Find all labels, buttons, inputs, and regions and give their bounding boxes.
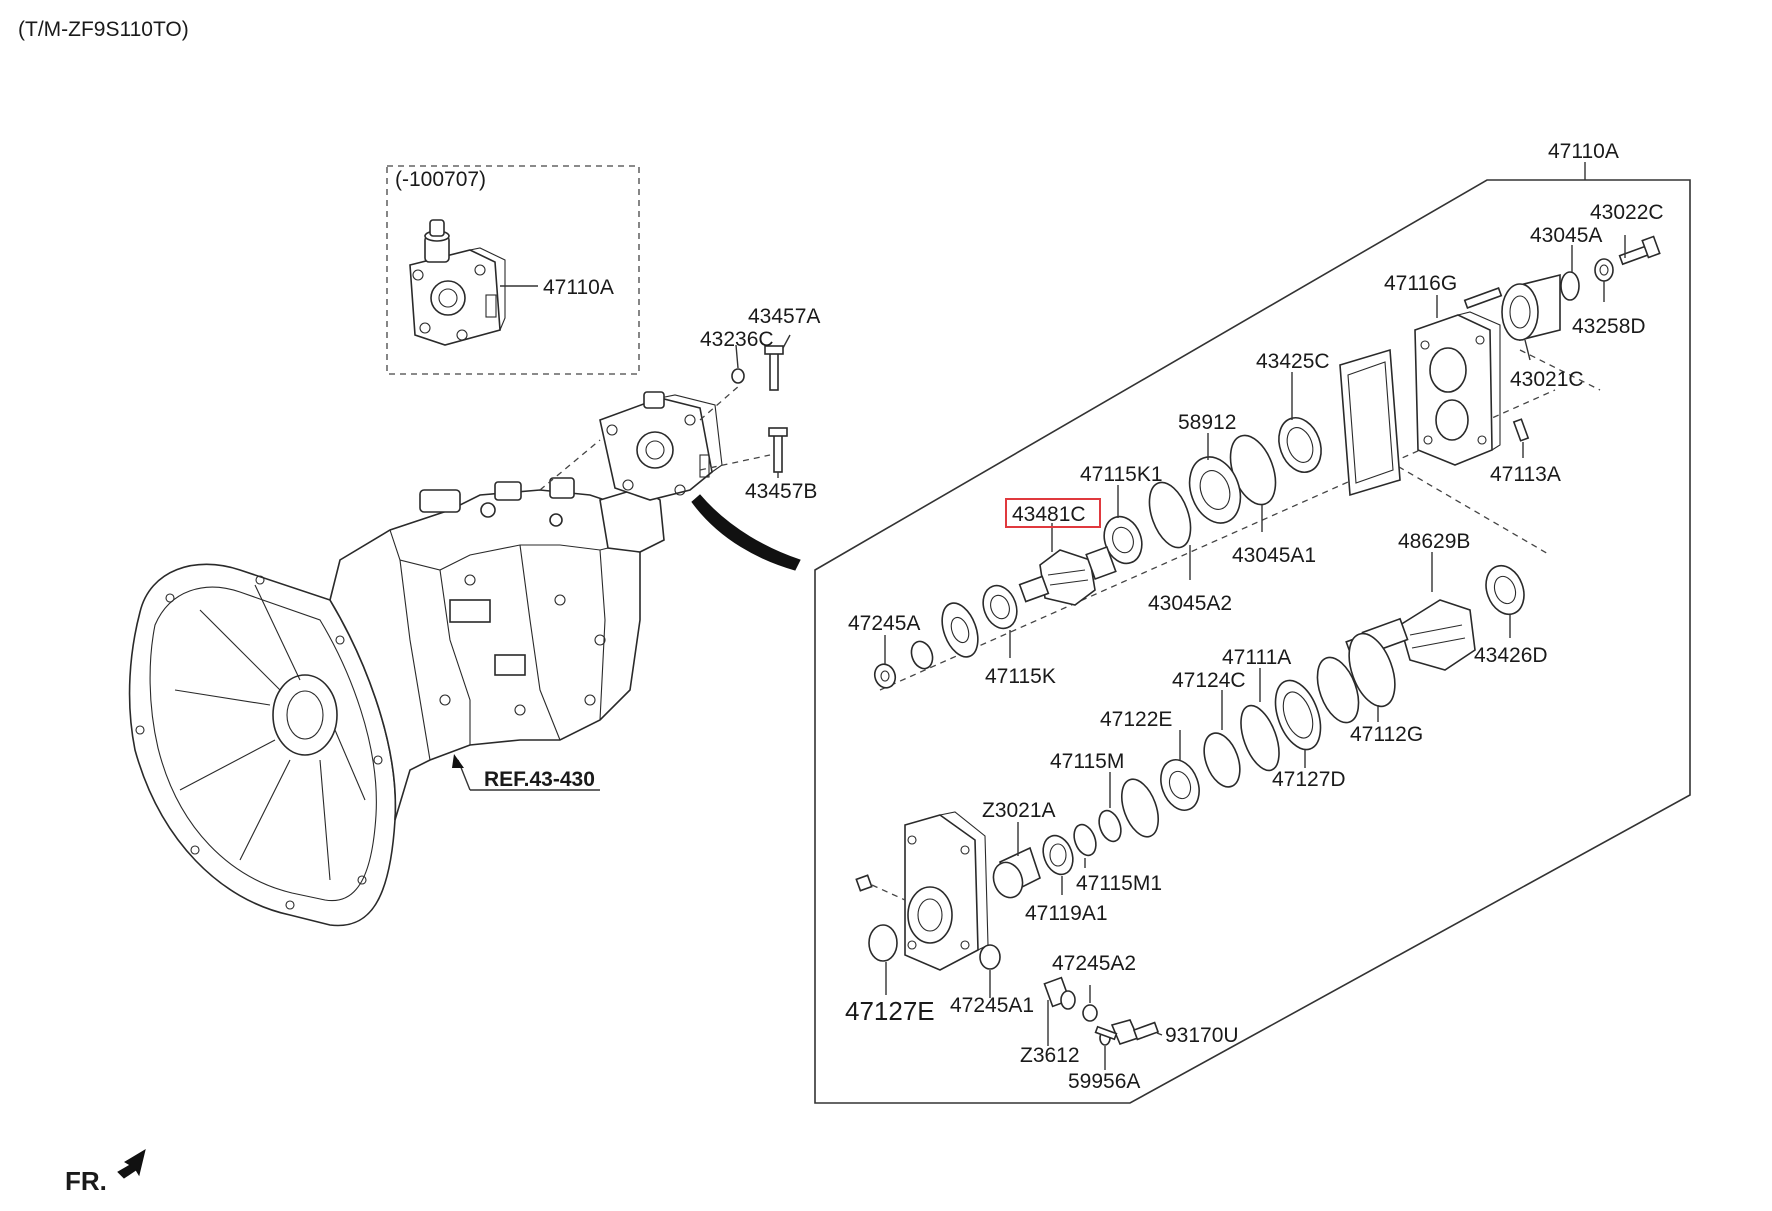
upper-axis-parts bbox=[873, 417, 1322, 689]
label-47127D: 47127D bbox=[1272, 768, 1346, 791]
label-43457B: 43457B bbox=[745, 480, 817, 503]
mounted-pump-drawing bbox=[539, 384, 771, 501]
reference-callout bbox=[452, 754, 600, 791]
label-43045A2: 43045A2 bbox=[1148, 592, 1232, 615]
reference-label: REF.43-430 bbox=[484, 768, 595, 791]
exploded-view-frame bbox=[814, 179, 1691, 1104]
label-47115M1: 47115M1 bbox=[1076, 872, 1162, 895]
label-47115K1: 47115K1 bbox=[1080, 463, 1163, 486]
transmission-housing-drawing bbox=[128, 477, 665, 927]
label-59956A: 59956A bbox=[1068, 1070, 1140, 1093]
inset-part-label: 47110A bbox=[543, 276, 614, 299]
label-47112G: 47112G bbox=[1350, 723, 1423, 746]
label-43258D: 43258D bbox=[1572, 315, 1646, 338]
inset-title: (-100707) bbox=[395, 168, 486, 191]
label-47245A1: 47245A1 bbox=[950, 994, 1034, 1017]
label-43457A: 43457A bbox=[748, 305, 820, 328]
label-Z3021A: Z3021A bbox=[982, 799, 1056, 822]
label-43045A: 43045A bbox=[1530, 224, 1602, 247]
label-43021C: 43021C bbox=[1510, 368, 1584, 391]
label-47111A: 47111A bbox=[1222, 646, 1291, 669]
label-Z3612: Z3612 bbox=[1020, 1044, 1080, 1067]
inset-pump-drawing bbox=[409, 219, 538, 346]
label-43022C: 43022C bbox=[1590, 201, 1664, 224]
label-47127E: 47127E bbox=[845, 996, 935, 1026]
label-47113A: 47113A bbox=[1490, 463, 1561, 486]
label-47115K: 47115K bbox=[985, 665, 1056, 688]
lower-axis-leaders bbox=[1017, 552, 1511, 895]
front-housing-leaders bbox=[885, 962, 1163, 1070]
lower-axis-parts bbox=[992, 564, 1525, 899]
label-43426D: 43426D bbox=[1474, 644, 1548, 667]
detail-arrow bbox=[691, 494, 801, 571]
assembly-axis bbox=[879, 389, 1556, 691]
inset-box: (-100707) 47110A bbox=[386, 165, 640, 375]
label-47245A: 47245A bbox=[848, 612, 920, 635]
inset-border bbox=[386, 165, 640, 375]
label-47115M: 47115M bbox=[1050, 750, 1124, 773]
label-47119A1: 47119A1 bbox=[1025, 902, 1108, 925]
label-47245A2: 47245A2 bbox=[1052, 952, 1136, 975]
label-58912: 58912 bbox=[1178, 411, 1236, 434]
label-43236C: 43236C bbox=[700, 328, 774, 351]
pump-bolts bbox=[731, 334, 791, 478]
front-arrow-icon bbox=[117, 1148, 146, 1179]
model-code: (T/M-ZF9S110TO) bbox=[18, 18, 189, 41]
label-47124C: 47124C bbox=[1172, 669, 1246, 692]
label-47110A-top: 47110A bbox=[1548, 140, 1619, 163]
label-47116G: 47116G bbox=[1384, 272, 1457, 295]
label-43481C[interactable]: 43481C bbox=[1012, 503, 1086, 526]
rear-cover-parts bbox=[1339, 235, 1661, 497]
front-indicator-label: FR. bbox=[65, 1166, 107, 1196]
front-housing-parts bbox=[855, 811, 1160, 1046]
label-47122E: 47122E bbox=[1100, 708, 1172, 731]
top-right-leaders bbox=[1436, 235, 1626, 458]
label-43045A1: 43045A1 bbox=[1232, 544, 1316, 567]
highlight-box[interactable] bbox=[1005, 498, 1101, 528]
label-43425C: 43425C bbox=[1256, 350, 1330, 373]
label-93170U: 93170U bbox=[1165, 1024, 1239, 1047]
label-48629B: 48629B bbox=[1398, 530, 1470, 553]
